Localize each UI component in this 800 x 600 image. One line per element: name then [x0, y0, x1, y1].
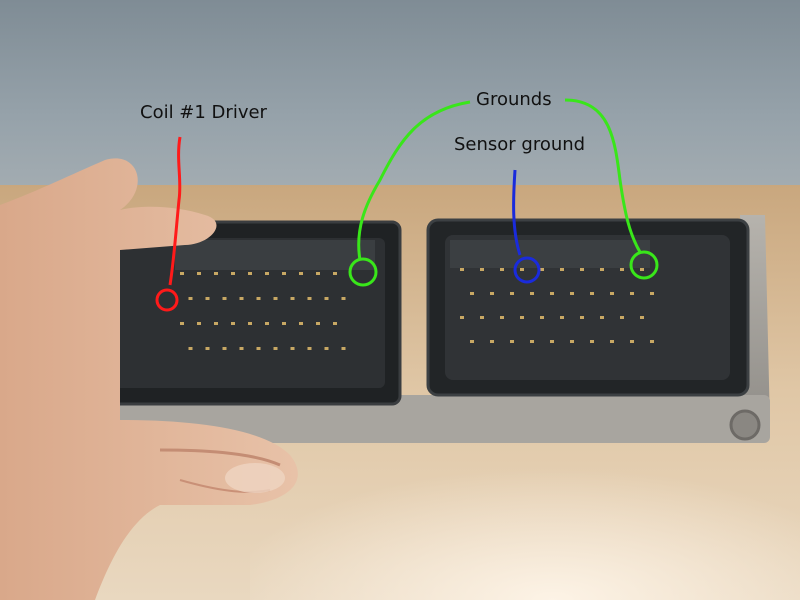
pin	[470, 292, 474, 295]
pin	[256, 347, 261, 350]
pin	[205, 297, 210, 300]
wall-background	[0, 0, 800, 195]
pin	[520, 316, 524, 319]
pin	[188, 297, 193, 300]
pin	[222, 297, 227, 300]
pin	[188, 347, 193, 350]
pin	[640, 268, 644, 271]
pin	[530, 292, 534, 295]
pin	[265, 322, 269, 325]
pin	[460, 316, 464, 319]
pin	[256, 297, 261, 300]
pin	[333, 272, 337, 275]
pin	[470, 340, 474, 343]
pin	[197, 272, 201, 275]
pin	[580, 316, 584, 319]
pin	[341, 297, 346, 300]
pin	[560, 268, 564, 271]
pin	[540, 316, 544, 319]
pin	[540, 268, 544, 271]
pin	[197, 322, 201, 325]
pin	[333, 322, 337, 325]
pin	[248, 322, 252, 325]
pin	[231, 322, 235, 325]
pin	[590, 292, 594, 295]
pin	[600, 316, 604, 319]
sensor-ground-annotation	[512, 169, 541, 284]
grounds-annotation	[348, 98, 659, 287]
pin	[282, 272, 286, 275]
pin	[490, 292, 494, 295]
pin	[299, 322, 303, 325]
pin	[205, 347, 210, 350]
pin	[640, 316, 644, 319]
pin	[316, 322, 320, 325]
sensor-ground-label: Sensor ground	[454, 134, 586, 155]
pin	[490, 340, 494, 343]
pin	[610, 292, 614, 295]
pin	[480, 316, 484, 319]
pin	[620, 316, 624, 319]
pin	[570, 292, 574, 295]
coil-driver-marker	[155, 288, 179, 312]
pin	[299, 272, 303, 275]
pin	[265, 272, 269, 275]
pin	[214, 322, 218, 325]
pin	[600, 268, 604, 271]
pin	[480, 268, 484, 271]
pin	[214, 272, 218, 275]
pin	[341, 347, 346, 350]
pin	[460, 268, 464, 271]
pin	[180, 272, 184, 275]
pin	[290, 297, 295, 300]
pin	[500, 268, 504, 271]
ground-marker-left	[348, 257, 378, 287]
pin	[570, 340, 574, 343]
pin	[560, 316, 564, 319]
coil-driver-annotation	[155, 136, 182, 312]
pin	[630, 292, 634, 295]
coil-driver-label: Coil #1 Driver	[140, 102, 267, 123]
pin	[610, 340, 614, 343]
pin	[231, 272, 235, 275]
pin	[620, 268, 624, 271]
pin	[520, 268, 524, 271]
pin	[530, 340, 534, 343]
pin	[650, 292, 654, 295]
pin	[180, 322, 184, 325]
pin	[239, 297, 244, 300]
right-connector	[426, 218, 750, 397]
pin	[239, 347, 244, 350]
sensor-ground-marker	[513, 256, 541, 284]
pin	[282, 322, 286, 325]
pin	[580, 268, 584, 271]
pin	[550, 340, 554, 343]
pin	[590, 340, 594, 343]
ecu-housing	[120, 215, 770, 443]
pin	[630, 340, 634, 343]
left-connector	[68, 220, 402, 406]
pin	[510, 292, 514, 295]
pin	[307, 347, 312, 350]
pin	[273, 297, 278, 300]
pin	[324, 297, 329, 300]
pin	[273, 347, 278, 350]
hand	[0, 158, 298, 600]
pin	[650, 340, 654, 343]
pin	[510, 340, 514, 343]
connector-pins	[180, 268, 654, 350]
pin	[316, 272, 320, 275]
pin	[307, 297, 312, 300]
pin	[324, 347, 329, 350]
ground-marker-right	[629, 250, 659, 280]
pin	[290, 347, 295, 350]
pin	[248, 272, 252, 275]
grounds-label: Grounds	[476, 89, 552, 110]
pin	[222, 347, 227, 350]
pin	[500, 316, 504, 319]
pin	[550, 292, 554, 295]
